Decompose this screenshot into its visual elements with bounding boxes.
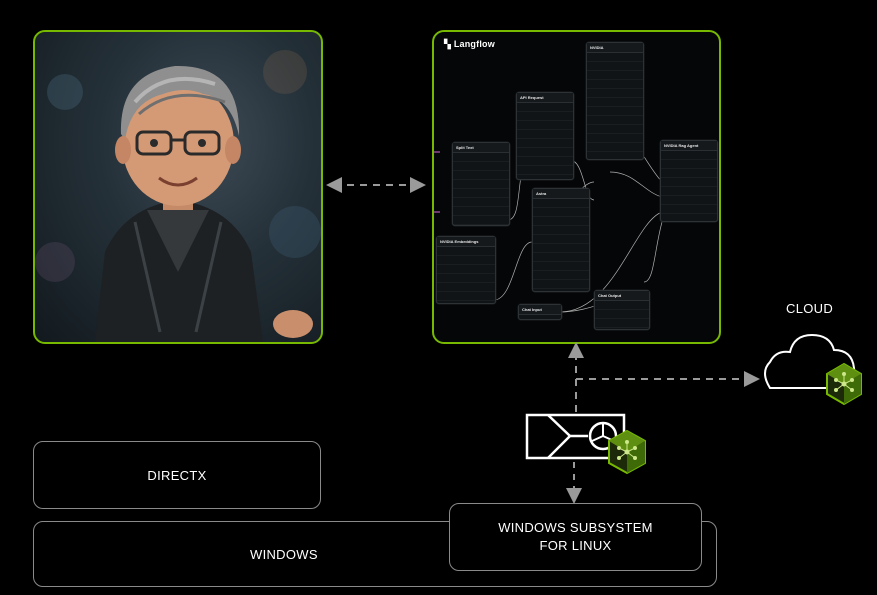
gpu-card-icon (525, 413, 626, 460)
node-nvidia-rag-agent[interactable]: NVIDIA Rag Agent (660, 140, 718, 222)
windows-box: WINDOWS (33, 521, 717, 587)
windows-label: WINDOWS (250, 546, 318, 562)
node-split-text[interactable]: Split Text (452, 142, 510, 226)
node-title: NVIDIA Rag Agent (661, 141, 717, 151)
nim-cube-icon-gpu (608, 429, 646, 475)
cloud-icon (764, 333, 856, 389)
cloud-label: CLOUD (786, 301, 834, 316)
langflow-logo-icon: ▚ (444, 39, 454, 49)
node-title: Chat Input (519, 305, 561, 315)
langflow-panel: ▚ Langflow Split Text NVIDIA Embeddings … (432, 30, 721, 344)
directx-box: DIRECTX (33, 441, 321, 509)
nim-cube-icon (826, 362, 862, 406)
node-chat-output[interactable]: Chat Output (594, 290, 650, 330)
node-title: Chat Output (595, 291, 649, 301)
node-title: Split Text (453, 143, 509, 153)
node-title: NVIDIA Embeddings (437, 237, 495, 247)
avatar-character-image (35, 50, 321, 342)
node-title: NVIDIA (587, 43, 643, 53)
langflow-brand: ▚ Langflow (444, 39, 495, 49)
node-nvidia-embeddings[interactable]: NVIDIA Embeddings (436, 236, 496, 304)
node-title: Astra (533, 189, 589, 199)
wsl-label-line2: FOR LINUX (539, 538, 612, 553)
node-astra[interactable]: Astra (532, 188, 590, 292)
node-title: API Request (517, 93, 573, 103)
wsl-label-line1: WINDOWS SUBSYSTEM (498, 520, 653, 535)
langflow-nodes: Split Text NVIDIA Embeddings API Request… (434, 32, 719, 342)
avatar-panel (33, 30, 323, 344)
node-chat-input[interactable]: Chat Input (518, 304, 562, 320)
wsl-box: WINDOWS SUBSYSTEM FOR LINUX (449, 503, 702, 571)
node-nvidia[interactable]: NVIDIA (586, 42, 644, 160)
node-api-request[interactable]: API Request (516, 92, 574, 180)
directx-label: DIRECTX (147, 467, 207, 483)
